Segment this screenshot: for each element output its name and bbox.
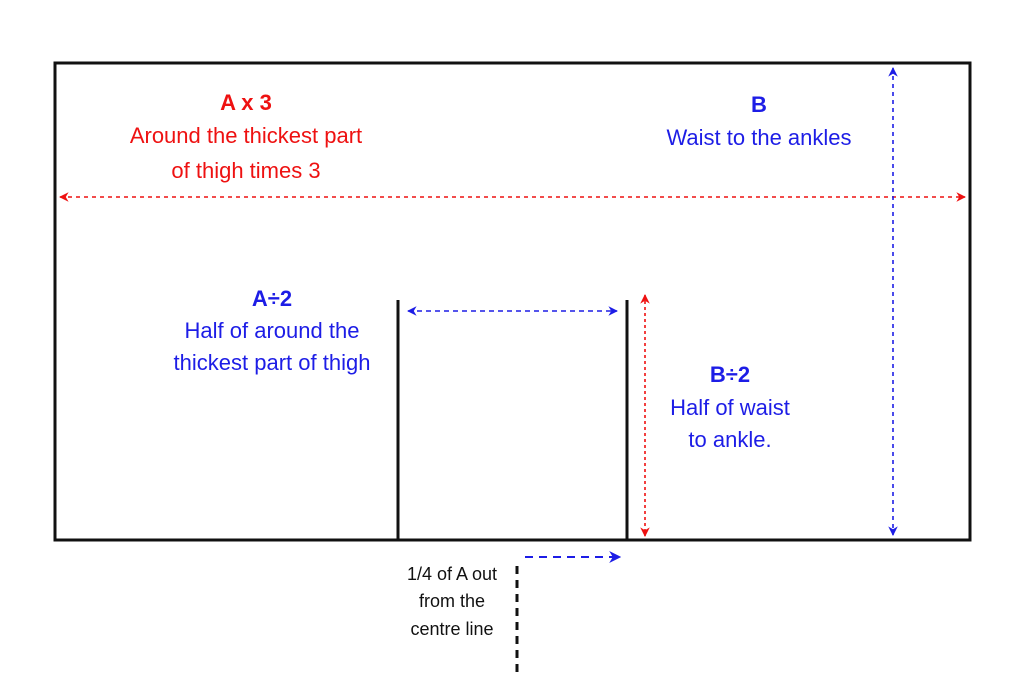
a-desc-line1: Around the thickest part <box>130 123 362 148</box>
b-desc-line1: Waist to the ankles <box>666 125 851 150</box>
quarter-a-line3: centre line <box>410 619 493 639</box>
quarter-a-line2: from the <box>419 591 485 611</box>
fabric-outline <box>53 61 972 542</box>
quarter-a-line1: 1/4 of A out <box>407 564 497 584</box>
half-b-desc-line1: Half of waist <box>670 395 790 420</box>
half-a-desc-line2: thickest part of thigh <box>174 350 371 375</box>
a-title: A x 3 <box>220 90 272 115</box>
half-b-title: B÷2 <box>710 362 750 387</box>
half-a-desc-line1: Half of around the <box>185 318 360 343</box>
b-title: B <box>751 92 767 117</box>
a-desc-line2: of thigh times 3 <box>171 158 320 183</box>
half-a-title: A÷2 <box>252 286 292 311</box>
half-b-desc-line2: to ankle. <box>688 427 771 452</box>
